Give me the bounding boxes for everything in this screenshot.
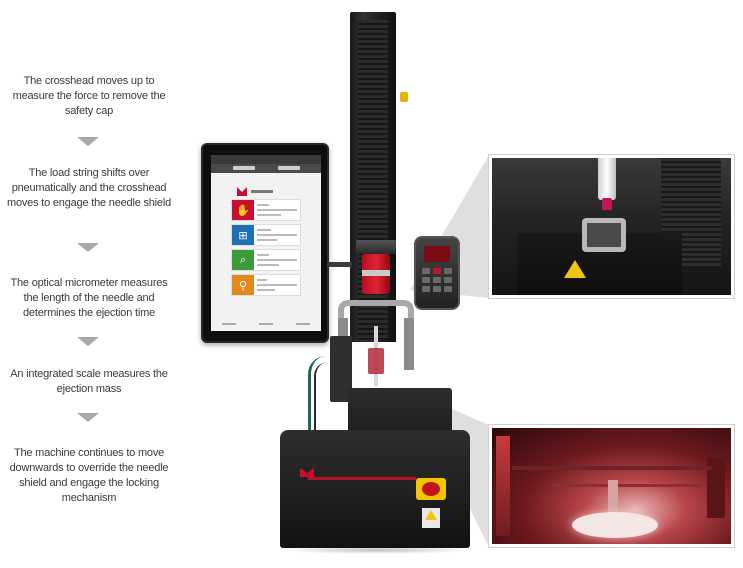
tablet-arm <box>327 262 352 267</box>
warning-icon <box>425 510 437 520</box>
arrow-down-icon <box>77 243 99 252</box>
brand-logo-icon <box>237 187 247 196</box>
arrow-down-icon <box>77 337 99 346</box>
arrow-down-icon <box>77 137 99 146</box>
pneumatic-actuator <box>330 336 352 402</box>
search-icon: ⌕ <box>232 250 254 270</box>
inset-scale-closeup <box>489 425 734 547</box>
process-steps: The crosshead moves up to measure the fo… <box>0 0 180 568</box>
step-3-text: The optical micrometer measures the leng… <box>10 277 168 319</box>
tablet-menu: ✋ ⊞ ⌕ ⚲ <box>231 199 301 299</box>
tablet-screen: ✋ ⊞ ⌕ ⚲ <box>211 155 321 331</box>
step-2-text: The load string shifts over pneumaticall… <box>6 167 172 209</box>
step-4-text: An integrated scale measures the ejectio… <box>10 368 168 395</box>
syringe <box>368 348 384 374</box>
testing-machine: ✋ ⊞ ⌕ ⚲ <box>190 0 490 568</box>
settings-icon: ⚲ <box>232 275 254 295</box>
warning-icon <box>564 260 586 278</box>
arrow-down-icon <box>77 413 99 422</box>
control-tablet: ✋ ⊞ ⌕ ⚲ <box>201 143 329 343</box>
test-icon: ✋ <box>232 200 254 220</box>
control-pendant <box>414 236 460 310</box>
limit-knob <box>400 92 408 102</box>
method-icon: ⊞ <box>232 225 254 245</box>
fixture-bridge <box>338 300 414 334</box>
air-hose <box>308 356 338 446</box>
step-1-text: The crosshead moves up to measure the fo… <box>12 75 166 117</box>
inset-safety-cap-closeup <box>489 155 734 298</box>
crosshead <box>356 240 396 254</box>
step-5-text: The machine continues to move downwards … <box>9 447 169 504</box>
emergency-stop-icon <box>422 482 440 496</box>
